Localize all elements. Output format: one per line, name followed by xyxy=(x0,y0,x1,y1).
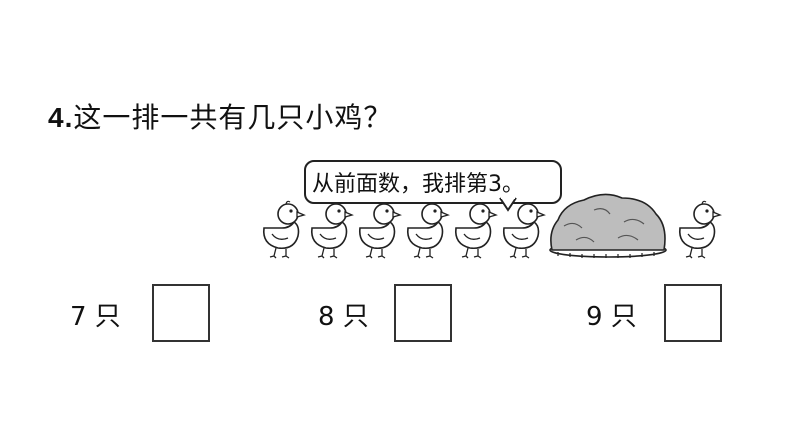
answer-box-3[interactable] xyxy=(664,284,722,342)
speech-bubble xyxy=(304,160,562,204)
option-label-2: 8 只 xyxy=(318,302,369,332)
chick-icon xyxy=(406,200,449,259)
chick-icon xyxy=(358,200,401,259)
question-number: 4. xyxy=(48,102,74,133)
chick-icon xyxy=(678,200,721,259)
answer-box-1[interactable] xyxy=(152,284,210,342)
chick-icon xyxy=(262,200,305,259)
speech-bubble-text: 从前面数，我排第3。 xyxy=(312,172,524,197)
haystack-icon xyxy=(549,193,667,258)
answer-box-2[interactable] xyxy=(394,284,452,342)
chick-icon xyxy=(310,200,353,259)
chick-row-illustration xyxy=(262,193,721,259)
option-label-3: 9 只 xyxy=(586,302,637,332)
chick-icon xyxy=(454,200,497,259)
speech-bubble-tail xyxy=(499,196,517,212)
option-label-1: 7 只 xyxy=(70,302,121,332)
question-text: 这一排一共有几只小鸡？ xyxy=(73,101,393,134)
question-title: 4.这一排一共有几只小鸡？ xyxy=(48,96,392,136)
